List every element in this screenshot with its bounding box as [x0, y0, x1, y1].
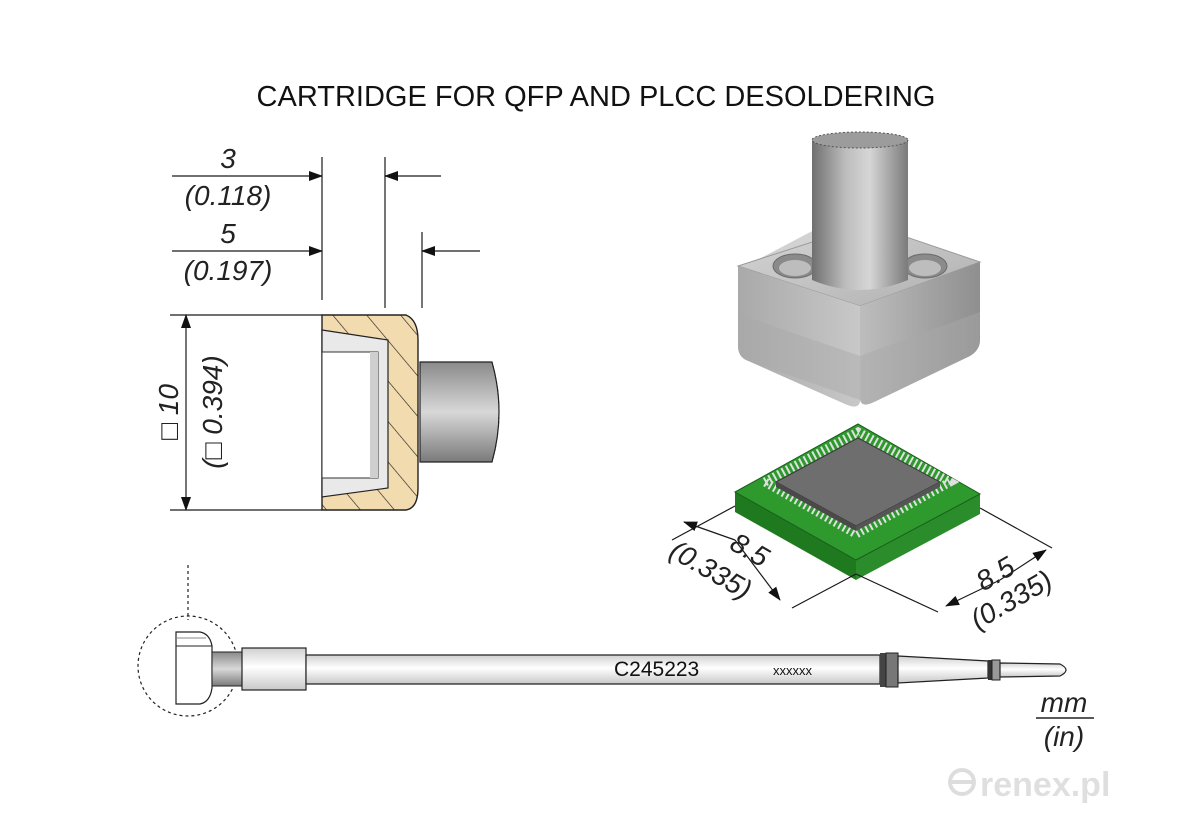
tip-section-view: □ 10 (□ 0.394)	[153, 314, 500, 511]
offset-b-in: (0.197)	[184, 255, 273, 286]
offset-a-in: (0.118)	[185, 180, 272, 211]
cartridge-side-view: C245223 xxxxxx	[137, 565, 1067, 717]
square-size-mm: □ 10	[153, 384, 184, 440]
unit-primary: mm	[1041, 687, 1088, 718]
offset-a-mm: 3	[220, 143, 236, 174]
tip-3d-view	[736, 131, 982, 407]
offset-b-mm: 5	[220, 218, 236, 249]
square-size-in: (□ 0.394)	[197, 355, 228, 468]
part-number-label: C245223	[614, 658, 699, 681]
units-legend: mm (in)	[1036, 687, 1094, 752]
unit-secondary: (in)	[1044, 721, 1084, 752]
page-title: CARTRIDGE FOR QFP AND PLCC DESOLDERING	[257, 81, 936, 113]
tip-offset-dimensions: 3 (0.118) 5 (0.197)	[172, 143, 480, 308]
serial-label: xxxxxx	[773, 663, 813, 678]
watermark: reneх.pl	[948, 766, 1110, 804]
qfp-chip-illustration: 8.5 (0.335) 8.5 (0.335)	[665, 423, 1057, 635]
watermark-text: reneх.pl	[980, 766, 1110, 804]
